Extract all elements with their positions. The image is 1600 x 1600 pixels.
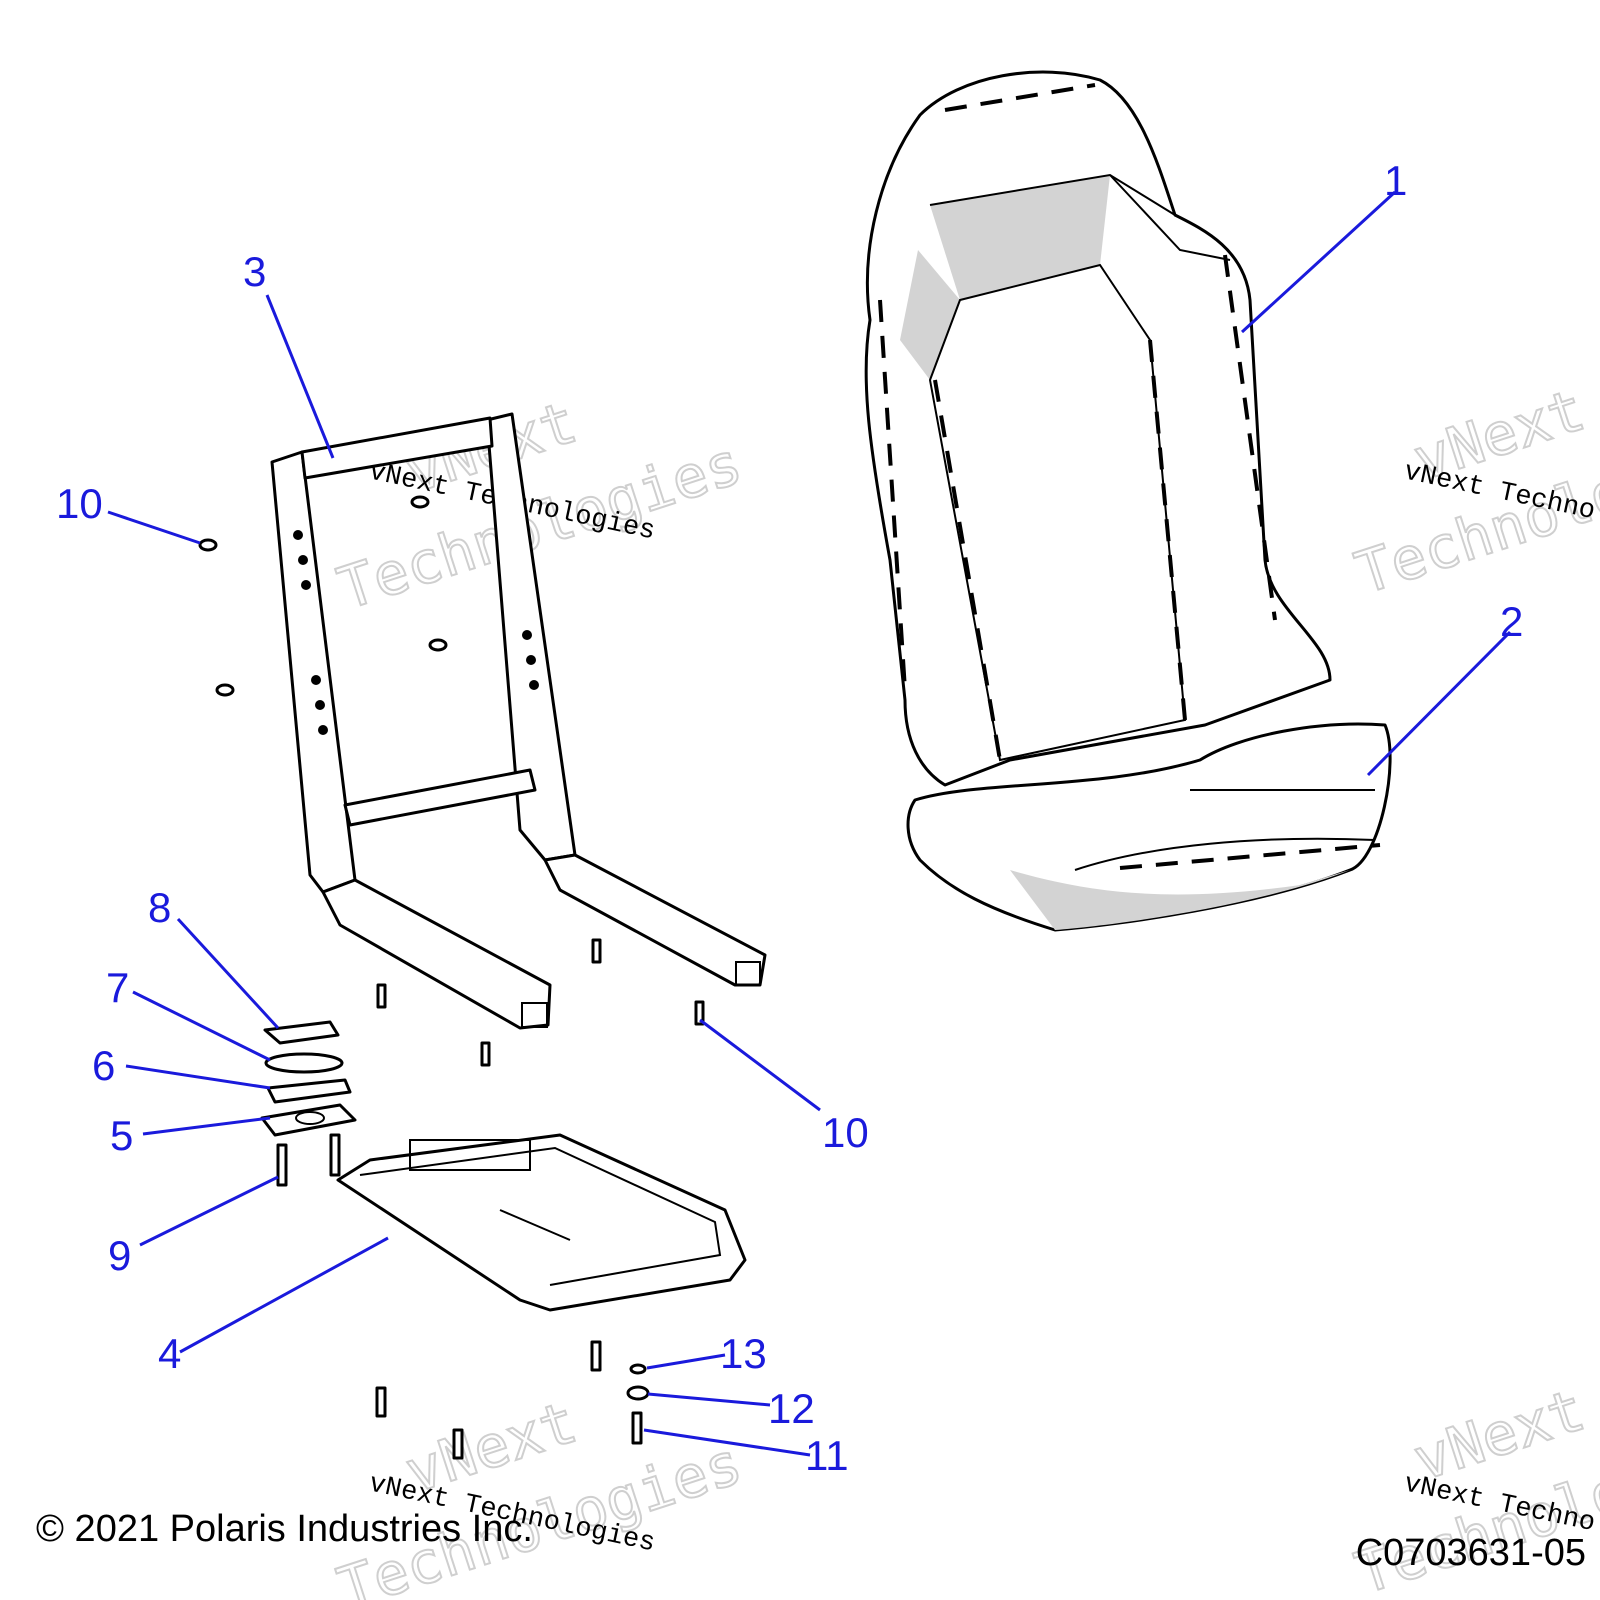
callout-labels: 1 2 3 4 5 6 7 8 9 10 10 11 12 13	[56, 157, 1523, 1479]
frame-hole	[311, 675, 321, 685]
leader-3	[265, 294, 335, 459]
leader-1	[1240, 190, 1397, 334]
callout-6: 6	[92, 1042, 115, 1089]
leader-12	[647, 1392, 771, 1407]
leader-6	[125, 1064, 271, 1090]
screw-part-10	[591, 938, 602, 964]
frame-top-bar	[300, 416, 494, 480]
bolt-part-11	[375, 1386, 387, 1418]
seat-back-bolster-line	[1109, 174, 1231, 261]
callout-2: 2	[1500, 598, 1523, 645]
frame-hole	[315, 700, 325, 710]
washer-part-12	[626, 1385, 650, 1401]
screw-part-10	[410, 495, 430, 509]
screw-part-10	[215, 683, 235, 697]
screw-part-10	[198, 538, 218, 552]
frame-hole	[529, 680, 539, 690]
callout-9: 9	[108, 1232, 131, 1279]
leader-10a	[107, 510, 201, 545]
seat-assembly-drawing	[864, 70, 1392, 932]
leader-5	[142, 1116, 271, 1136]
frame-hole	[318, 725, 328, 735]
frame-hole	[298, 555, 308, 565]
seat-frame-drawing	[270, 412, 767, 1030]
bolt-part-9	[276, 1143, 288, 1187]
nut-part-13	[629, 1363, 647, 1375]
plate-part-6	[266, 1078, 352, 1104]
headrest-shade	[930, 175, 1110, 300]
leader-4	[179, 1236, 389, 1354]
stitch-line-right	[1148, 339, 1187, 721]
right-rail-end	[735, 961, 761, 986]
callout-3: 3	[243, 248, 266, 295]
seat-base-drawing	[336, 1133, 747, 1312]
frame-hole	[526, 655, 536, 665]
frame-cross-bar	[343, 768, 537, 827]
screw-part-10	[376, 983, 387, 1009]
seat-base-inner	[359, 1146, 722, 1286]
leader-13	[646, 1353, 726, 1370]
stitch-line-headrest	[944, 83, 1096, 112]
drawing-number: C0703631-05	[1355, 1532, 1586, 1574]
frame-hole	[293, 530, 303, 540]
watermark-group-bottom-left: vNext Technologies	[329, 1387, 751, 1600]
leader-lines	[107, 190, 1512, 1457]
callout-12: 12	[768, 1385, 815, 1432]
callout-11: 11	[805, 1432, 849, 1479]
cushion-inner-top	[1074, 837, 1376, 871]
stitch-line-outer	[878, 299, 907, 691]
leader-8	[176, 917, 280, 1030]
callout-8: 8	[148, 884, 171, 931]
bolt-part-11	[631, 1411, 643, 1445]
callout-5: 5	[110, 1112, 133, 1159]
screw-part-10	[480, 1041, 491, 1067]
screw-part-10	[694, 1000, 705, 1026]
bolt-part-11	[590, 1340, 602, 1372]
leader-11	[643, 1428, 811, 1457]
stitch-line-bolster-right	[1223, 254, 1277, 621]
cushion-stitch	[1119, 843, 1381, 870]
callout-10-right: 10	[822, 1109, 869, 1156]
mount-plate-hole	[295, 1111, 325, 1125]
callout-7: 7	[106, 964, 129, 1011]
screw-part-10	[428, 638, 448, 652]
callout-1: 1	[1384, 157, 1407, 204]
seat-base-lock-block	[409, 1139, 531, 1171]
leader-10b	[699, 1018, 821, 1112]
seat-base-slot	[499, 1209, 571, 1241]
callout-10-left: 10	[56, 480, 103, 527]
leader-7	[132, 990, 271, 1062]
leader-9	[139, 1175, 279, 1247]
left-rail-end	[521, 1002, 548, 1028]
seat-base-outline	[336, 1133, 747, 1312]
watermark-group-right: vNext Technologies	[1347, 374, 1600, 608]
bolt-part-9	[329, 1133, 341, 1177]
callout-4: 4	[158, 1330, 181, 1377]
frame-hole	[522, 630, 532, 640]
side-bolster-shade	[900, 250, 960, 380]
spring-part-7	[264, 1052, 344, 1074]
hardware-drawing	[198, 495, 705, 1460]
latch-part-8	[263, 1020, 340, 1045]
frame-hole	[301, 580, 311, 590]
cushion-front-shade	[1010, 870, 1350, 930]
leader-2	[1366, 630, 1512, 777]
copyright-notice: © 2021 Polaris Industries Inc.	[36, 1508, 533, 1550]
stitch-line-left	[933, 379, 1002, 761]
mount-plate-part-5	[260, 1103, 357, 1137]
frame-right-rail	[543, 853, 767, 987]
frame-left-rail	[321, 878, 552, 1030]
bolt-part-11	[452, 1428, 464, 1460]
frame-left-upright	[270, 450, 357, 894]
callout-13: 13	[720, 1330, 767, 1377]
